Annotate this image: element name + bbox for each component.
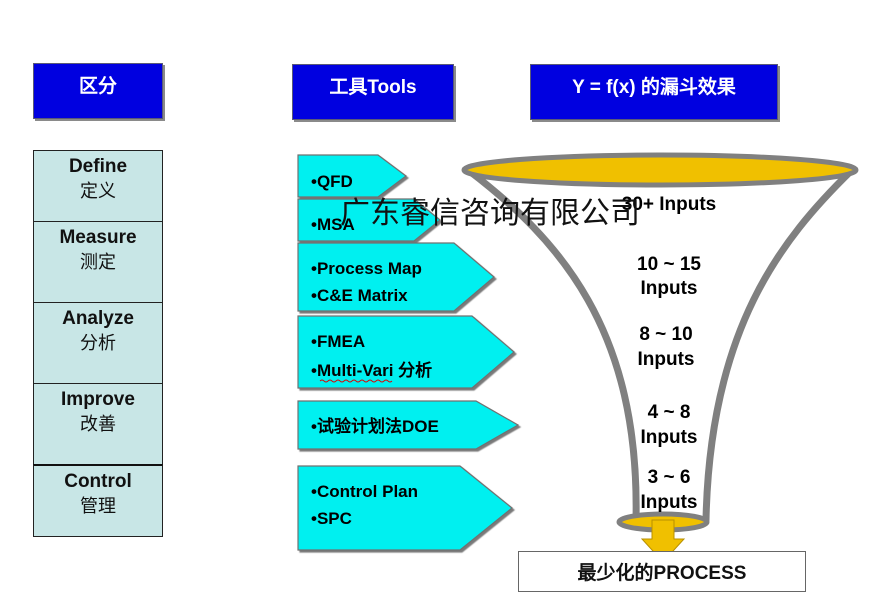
- funnel-level-2-line1: 10 ~ 15: [637, 254, 701, 275]
- phase-analyze: Analyze 分析: [33, 302, 163, 384]
- result-box: 最少化的PROCESS: [518, 551, 806, 592]
- phase-improve-en: Improve: [61, 389, 135, 410]
- phase-control: Control 管理: [33, 464, 163, 537]
- phase-analyze-zh: 分析: [80, 333, 116, 353]
- tool-process-map-label: •Process Map: [311, 259, 422, 278]
- spell-underline: [319, 379, 393, 383]
- tool-multi-vari-label: •Multi-Vari 分析: [311, 360, 432, 380]
- phase-define-zh: 定义: [80, 181, 116, 201]
- header-tools: 工具Tools: [292, 64, 454, 120]
- phase-control-en: Control: [64, 471, 132, 492]
- tool-spc-label: •SPC: [311, 509, 352, 528]
- tool-ce-matrix-label: •C&E Matrix: [311, 286, 408, 305]
- tool-fmea-label: •FMEA: [311, 332, 365, 351]
- funnel-top-rim: [461, 152, 859, 188]
- funnel: [461, 152, 859, 563]
- tool-doe-label: •试验计划法DOE: [311, 416, 439, 436]
- funnel-level-5-line2: Inputs: [641, 492, 698, 513]
- funnel-level-3-line2: Inputs: [638, 349, 695, 370]
- funnel-level-4-line2: Inputs: [641, 427, 698, 448]
- tool-msa-label: •MSA: [311, 215, 355, 234]
- phase-measure-en: Measure: [59, 227, 137, 248]
- tool-qfd-label: •QFD: [311, 172, 353, 191]
- funnel-level-3-line1: 8 ~ 10: [639, 324, 692, 345]
- funnel-level-5-line1: 3 ~ 6: [648, 467, 691, 488]
- header-funnel: Y = f(x) 的漏斗效果: [530, 64, 778, 120]
- tool-arrow-qfd: •QFD: [297, 154, 407, 198]
- funnel-level-4-line1: 4 ~ 8: [648, 402, 691, 423]
- tool-arrow-fmea: •FMEA •Multi-Vari 分析: [297, 315, 515, 389]
- phase-measure-zh: 测定: [80, 252, 116, 272]
- company-watermark: 广东睿信咨询有限公司: [340, 196, 640, 231]
- phase-control-zh: 管理: [80, 496, 116, 516]
- phase-define-en: Define: [68, 156, 128, 177]
- tool-arrow-process-map: •Process Map •C&E Matrix: [297, 242, 495, 312]
- tool-arrow-doe: •试验计划法DOE: [297, 400, 520, 450]
- funnel-down-arrow: [640, 519, 686, 563]
- tool-control-plan-label: •Control Plan: [311, 482, 418, 501]
- funnel-level-1-line1: 30+ Inputs: [622, 194, 717, 215]
- phase-measure: Measure 测定: [33, 221, 163, 303]
- funnel-level-2-line2: Inputs: [641, 278, 698, 299]
- phase-improve-zh: 改善: [80, 414, 116, 434]
- phase-analyze-en: Analyze: [62, 308, 134, 329]
- tool-arrow-control-plan: •Control Plan •SPC: [297, 465, 513, 551]
- header-phase: 区分: [33, 63, 163, 119]
- tool-arrow-msa: •MSA: [297, 198, 441, 242]
